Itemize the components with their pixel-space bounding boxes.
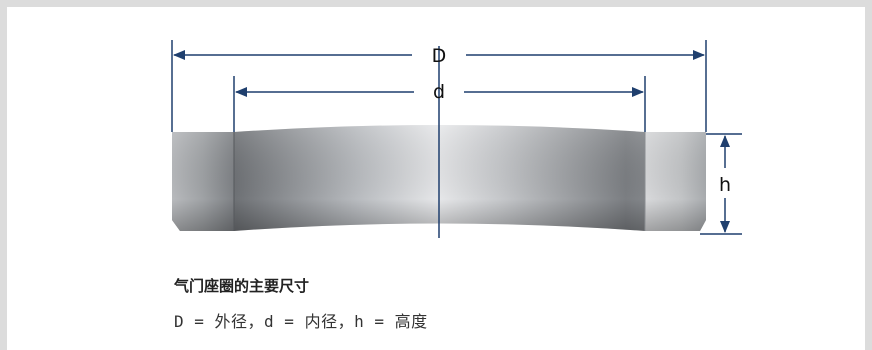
inner-diameter-dimension: d bbox=[235, 81, 644, 103]
caption-title: 气门座圈的主要尺寸 bbox=[174, 277, 310, 295]
extension-lines bbox=[171, 40, 742, 235]
height-dimension: h bbox=[719, 135, 731, 233]
outer-diameter-dimension: D bbox=[173, 45, 705, 67]
inner-diameter-label: d bbox=[433, 81, 445, 103]
caption-legend: D = 外径，d = 内径，h = 高度 bbox=[174, 312, 428, 331]
height-label: h bbox=[719, 174, 731, 196]
outer-diameter-label: D bbox=[432, 45, 447, 67]
